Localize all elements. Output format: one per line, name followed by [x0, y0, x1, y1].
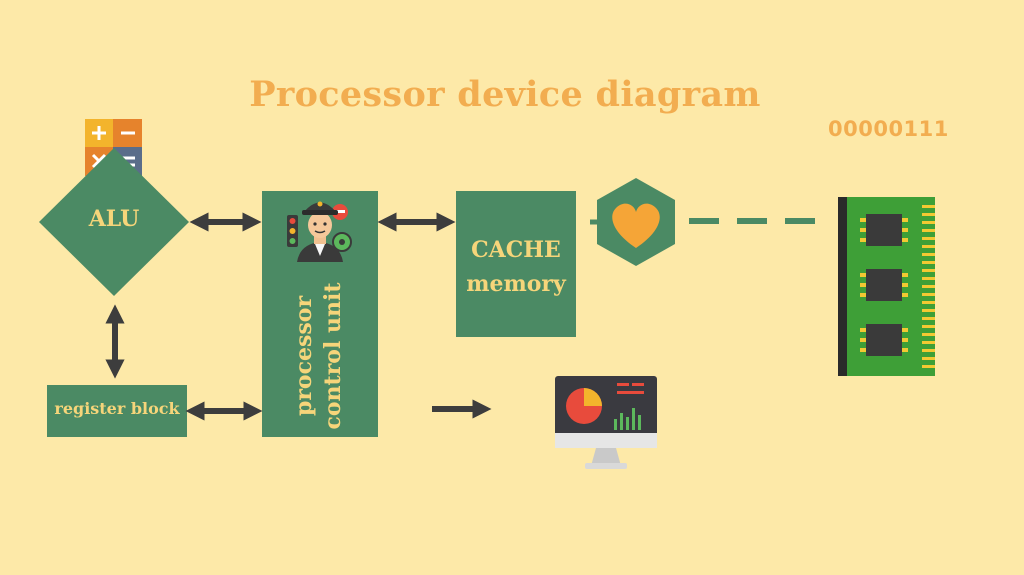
heart-hexagon-icon: [590, 178, 675, 266]
cache-label-line1: CACHE: [471, 237, 561, 263]
traffic-controller-icon: [287, 201, 352, 262]
ram-module-icon: [838, 197, 935, 376]
control-unit-label-line1: processor: [291, 295, 317, 417]
alu-label: ALU: [88, 206, 140, 232]
register-block-label: register block: [54, 399, 180, 418]
diagram-title: Processor device diagram: [249, 74, 761, 115]
register-block-node: [47, 385, 187, 437]
control-unit-label: processor control unit: [290, 248, 350, 464]
analytics-monitor-icon: [555, 376, 657, 469]
cache-memory-node: [456, 191, 576, 337]
control-unit-label-line2: control unit: [320, 282, 346, 430]
cache-memory-label: CACHE memory: [456, 233, 576, 301]
binary-code: 00000111: [828, 117, 949, 141]
alu-node: [39, 148, 189, 296]
cache-label-line2: memory: [466, 271, 566, 297]
